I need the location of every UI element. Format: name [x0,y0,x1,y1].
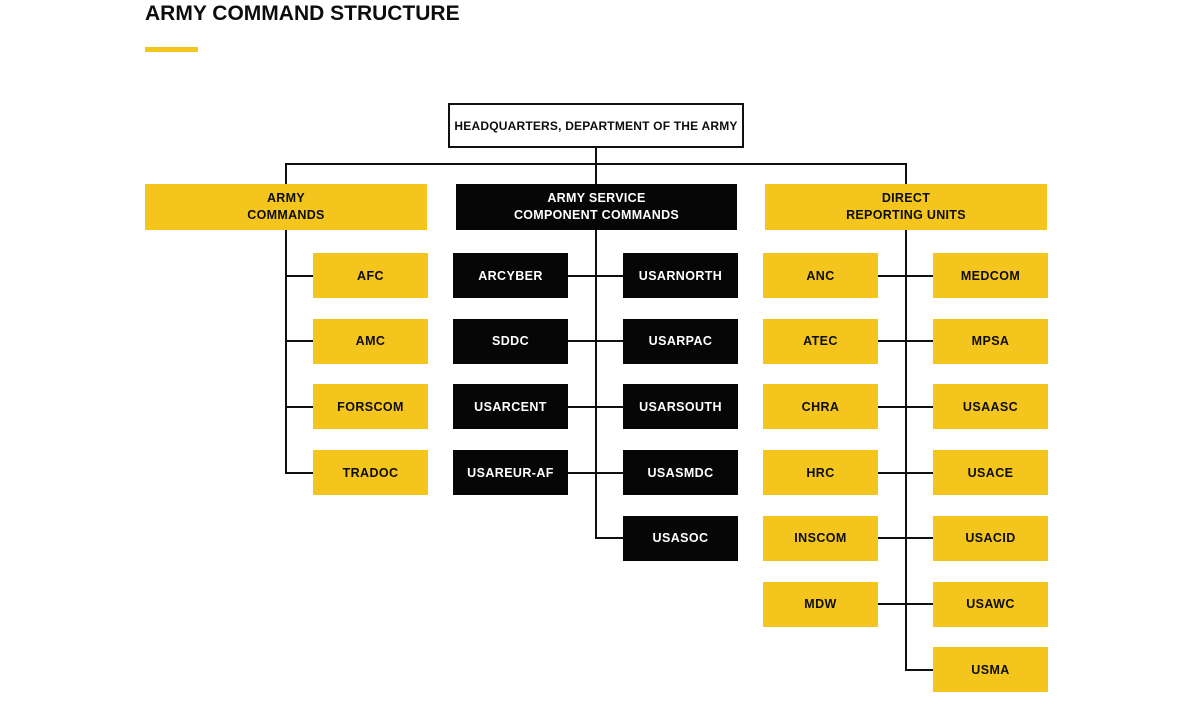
node-label: USACE [967,465,1014,480]
connector-line [595,163,597,184]
node-label: USAREUR-AF [467,465,554,480]
node-headquarters-department-of-the-army[interactable]: HEADQUARTERS, DEPARTMENT OF THE ARMY [448,103,744,148]
node-hrc[interactable]: HRC [763,450,878,496]
group-header-direct-reporting-units: DIRECT REPORTING UNITS [765,184,1047,230]
node-label: MDW [804,597,837,611]
node-label: FORSCOM [337,399,404,414]
connector-line [878,274,933,277]
group-header-line: ARMY SERVICE [547,190,646,205]
page-title: ARMY COMMAND STRUCTURE [145,2,460,25]
node-label: USARPAC [648,334,713,349]
connector-line [285,340,313,343]
node-label: MPSA [971,334,1010,349]
node-label: HEADQUARTERS, DEPARTMENT OF THE ARMY [454,118,738,133]
connector-line [905,163,907,184]
node-atec[interactable]: ATEC [763,318,878,364]
node-label: USMA [971,662,1010,677]
connector-line [568,405,623,408]
node-label: AFC [357,268,384,283]
node-label: SDDC [491,334,530,349]
group-header-line: COMPONENT COMMANDS [513,208,680,222]
node-label: USASOC [652,531,709,546]
connector-line [905,668,933,671]
node-usasmdc[interactable]: USASMDC [623,450,738,496]
node-usawc[interactable]: USAWC [933,581,1048,627]
node-label: INSCOM [794,531,847,546]
node-medcom[interactable]: MEDCOM [933,253,1048,298]
group-header-army-service-component-commands: ARMY SERVICE COMPONENT COMMANDS [456,184,737,230]
node-anc[interactable]: ANC [763,253,878,298]
connector-line [595,230,597,540]
node-label: TRADOC [342,465,399,480]
group-header-line: DIRECT [881,190,931,205]
node-usace[interactable]: USACE [933,450,1048,496]
node-usasoc[interactable]: USASOC [623,515,738,561]
node-label: USACID [965,531,1016,546]
node-label: USAWC [966,597,1015,611]
node-amc[interactable]: AMC [313,318,428,364]
node-afc[interactable]: AFC [313,253,428,298]
node-label: AMC [355,334,386,349]
connector-line [878,340,933,343]
connector-line [595,148,597,165]
node-usarpac[interactable]: USARPAC [623,318,738,364]
node-label: USARSOUTH [639,399,722,414]
node-usarsouth[interactable]: USARSOUTH [623,384,738,430]
node-usaasc[interactable]: USAASC [933,384,1048,430]
connector-line [878,603,933,605]
node-label: USARNORTH [638,268,723,283]
node-forscom[interactable]: FORSCOM [313,384,428,430]
node-usareur-af[interactable]: USAREUR-AF [453,450,568,496]
node-label: ATEC [803,334,838,349]
node-label: HRC [806,465,835,480]
connector-line [285,471,313,474]
group-header-line: REPORTING UNITS [846,208,966,222]
connector-line [285,163,287,184]
node-label: ARCYBER [478,268,543,283]
node-sddc[interactable]: SDDC [453,318,568,364]
group-header-army-commands: ARMY COMMANDS [145,184,427,230]
connector-line [568,274,623,277]
node-label: MEDCOM [960,268,1021,283]
connector-line [878,405,933,408]
node-usacid[interactable]: USACID [933,515,1048,561]
title-underline-accent [145,47,198,52]
connector-line [878,537,933,540]
connector-line [285,230,287,474]
node-usarnorth[interactable]: USARNORTH [623,253,738,298]
group-header-line: ARMY [266,190,305,205]
connector-line [285,274,313,277]
node-arcyber[interactable]: ARCYBER [453,253,568,298]
node-label: CHRA [801,399,840,414]
connector-line [285,405,313,408]
node-label: USASMDC [647,465,714,480]
node-tradoc[interactable]: TRADOC [313,450,428,496]
node-label: USARCENT [474,399,547,414]
connector-line [905,230,907,671]
node-mpsa[interactable]: MPSA [933,318,1048,364]
connector-line [568,340,623,343]
node-usarcent[interactable]: USARCENT [453,384,568,430]
connector-line [878,471,933,474]
node-label: USAASC [962,399,1019,414]
node-usma[interactable]: USMA [933,647,1048,693]
connector-line [568,471,623,474]
group-header-line: COMMANDS [247,208,325,222]
node-mdw[interactable]: MDW [763,581,878,627]
connector-line [595,537,623,540]
node-chra[interactable]: CHRA [763,384,878,430]
node-inscom[interactable]: INSCOM [763,515,878,561]
node-label: ANC [806,268,835,283]
